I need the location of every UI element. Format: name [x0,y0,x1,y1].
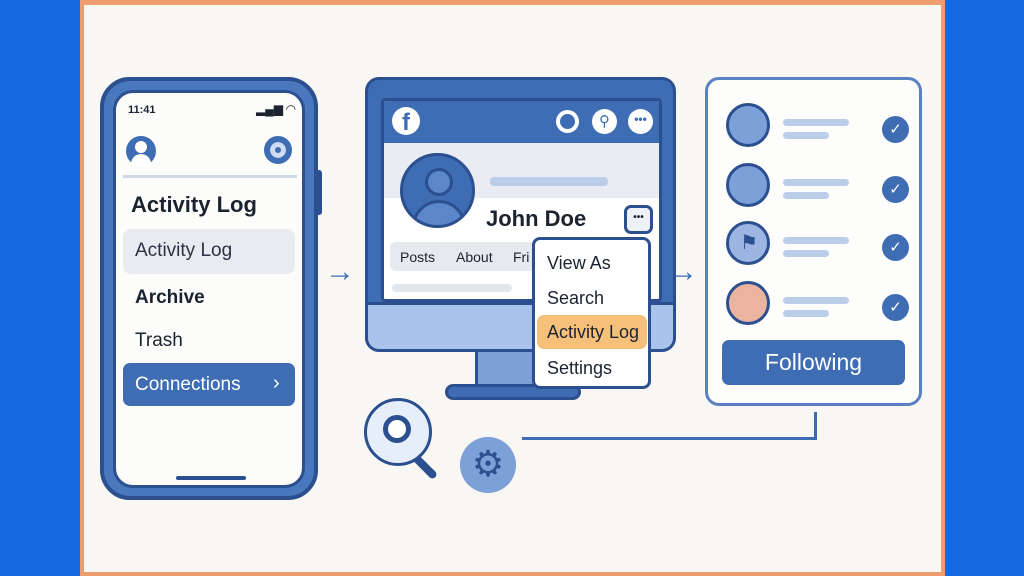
avatar [726,163,770,207]
gear-icon: ⚙ [460,437,516,493]
settings-target-icon[interactable] [264,136,292,164]
status-time: 11:41 [128,104,156,116]
placeholder-bar [490,177,608,186]
home-indicator [176,476,246,480]
placeholder-line [783,310,829,317]
check-icon[interactable]: ✓ [882,176,909,203]
placeholder-line [783,119,849,126]
phone-heading: Activity Log [131,192,257,217]
tab-friends[interactable]: Fri [513,249,530,265]
chevron-right-icon: › [273,372,280,394]
placeholder-line [783,132,829,139]
menu-item-trash[interactable]: Trash [135,330,183,351]
flag-avatar: ⚑ [726,221,770,265]
phone-side-button [316,170,322,215]
placeholder-line [783,297,849,304]
menu-search[interactable]: Search [547,288,605,308]
check-icon[interactable]: ✓ [882,116,909,143]
dropdown-menu: View As Search Activity Log Settings [532,237,651,389]
facebook-profile-screen: f ⚲ ••• John Doe ••• Posts About Fri [381,98,662,302]
profile-avatar[interactable] [400,153,475,228]
connector-line [522,437,817,440]
placeholder-line [783,179,849,186]
profile-name: John Doe [486,206,587,231]
more-icon[interactable]: ••• [628,109,653,134]
divider [123,175,297,178]
placeholder-line [783,192,829,199]
following-button[interactable]: Following [722,340,905,385]
menu-activity-log[interactable]: Activity Log [537,315,647,349]
placeholder-bar [392,284,512,292]
menu-view-as[interactable]: View As [547,253,611,273]
tab-posts[interactable]: Posts [400,249,436,265]
more-options-button[interactable]: ••• [624,205,653,234]
avatar [726,103,770,147]
phone-screen: 11:41 ▂▄▆ ◠ Activity Log Activity Log Ar… [113,90,305,488]
connector-line [814,412,817,440]
following-card: ✓ ✓ ⚑ ✓ ✓ Following [705,77,922,406]
signal-wifi-icon: ▂▄▆ ◠ [256,102,296,116]
placeholder-line [783,237,849,244]
tab-about[interactable]: About [456,249,493,265]
menu-settings[interactable]: Settings [547,358,613,378]
check-icon[interactable]: ✓ [882,234,909,261]
menu-item-activity-log[interactable]: Activity Log [123,229,295,274]
connections-button[interactable]: Connections › [123,363,295,406]
search-icon[interactable]: ⚲ [592,109,617,134]
arrow-right-icon: → [325,255,355,288]
check-icon[interactable]: ✓ [882,294,909,321]
menu-item-archive[interactable]: Archive [135,287,205,308]
top-bar: f ⚲ ••• [384,101,659,143]
profile-icon[interactable] [126,136,156,166]
menu-activity-log-label: Activity Log [547,322,640,342]
circle-icon[interactable] [556,110,579,133]
magnifier-icon [364,398,432,466]
item-label: Activity Log [135,240,233,261]
connections-label: Connections [135,374,241,395]
facebook-logo-icon[interactable]: f [392,107,420,136]
placeholder-line [783,250,829,257]
avatar [726,281,770,325]
